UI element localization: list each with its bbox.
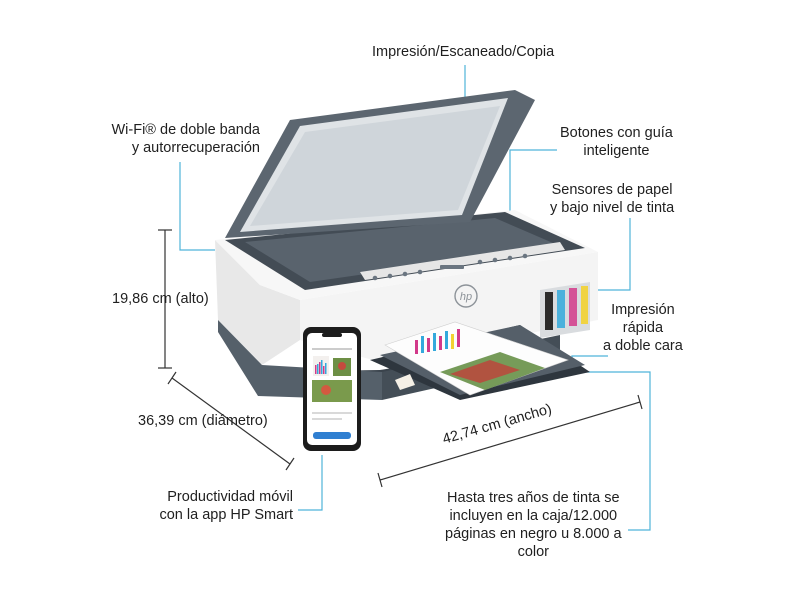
print-scan-copy-label: Impresión/Escaneado/Copia: [372, 44, 555, 60]
depth-label: 36,39 cm (diámetro): [138, 413, 268, 429]
duplex-callout-line: [571, 355, 608, 360]
ink-tank-yellow: [581, 286, 588, 324]
control-panel: [360, 242, 565, 280]
hp-logo: hp: [454, 284, 478, 308]
wifi-label: Wi-Fi® de doble banda y autorrecuperació…: [111, 122, 260, 156]
printer-front-panel: [300, 252, 598, 362]
width-dimension-line: [379, 401, 641, 481]
smart-buttons-label: Botones con guía inteligente: [560, 125, 673, 159]
printer-side-panel: [215, 240, 300, 365]
printed-page: [384, 321, 569, 396]
sensors-callout-line: [592, 218, 631, 291]
dimension-lines: [158, 229, 643, 488]
smartphone: [303, 327, 361, 451]
mobile-app-label: Productividad móvil con la app HP Smart: [159, 489, 293, 523]
printed-page-chart: [415, 329, 460, 354]
wifi-callout-line: [179, 162, 215, 251]
sensors-label: Sensores de papel y bajo nivel de tinta: [550, 182, 675, 216]
ink-tank-black: [545, 292, 553, 330]
mobile-callout-line: [298, 455, 323, 511]
ink-included-label: Hasta tres años de tinta se incluyen en …: [445, 490, 622, 560]
ink-tank-cyan: [557, 290, 565, 328]
control-buttons: [372, 253, 528, 281]
height-label: 19,86 cm (alto): [112, 291, 209, 307]
depth-dimension-line: [171, 377, 291, 465]
ink-tank-magenta: [569, 288, 577, 326]
duplex-label: Impresión rápida a doble cara: [603, 302, 683, 354]
ink-callout-line: [570, 371, 651, 531]
svg-text:hp: hp: [460, 291, 472, 303]
